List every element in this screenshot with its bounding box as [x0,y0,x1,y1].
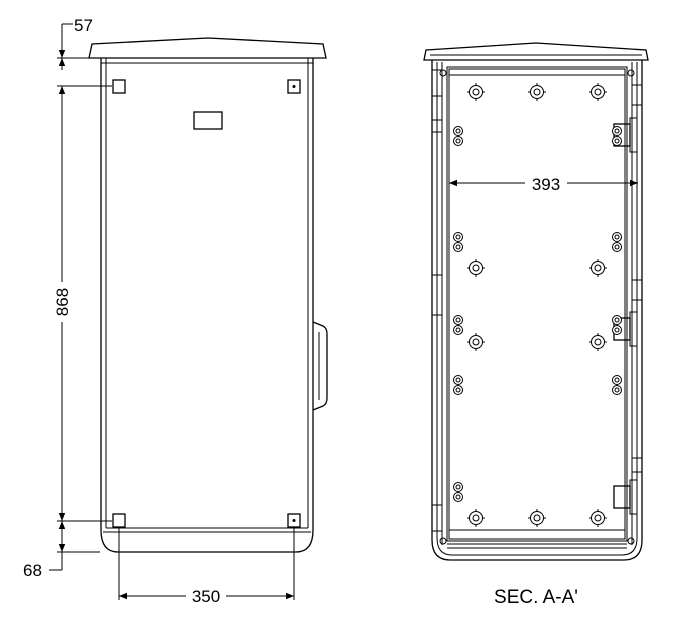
section-inner-shell [436,62,638,556]
side-handle [312,321,328,411]
dim-393-label: 393 [532,175,560,194]
front-body [100,58,314,553]
front-view [88,37,328,553]
section-caption: SEC. A-A' [494,587,578,608]
corner-hole-top-right [287,79,301,94]
front-roof [88,37,327,59]
dim-350-label: 350 [192,587,220,606]
corner-hole-top-right-dot [292,85,296,88]
corner-hole-bottom-left [112,513,126,528]
corner-hole-bottom-right-dot [292,519,296,522]
hinge-bottom [613,485,631,509]
mounting-bosses [466,82,608,528]
corner-hole-top-left [112,79,126,94]
dim-57-label: 57 [74,16,93,35]
dim-868-label: 868 [53,288,72,316]
section-view: 393 SEC. A-A' [423,42,649,608]
dim-68-label: 68 [23,561,42,580]
front-dimensions: 57 868 68 350 [23,16,295,606]
section-roof [423,42,649,61]
label-plate [193,111,223,130]
section-outer-shell [431,60,643,561]
mounting-frame [446,66,628,542]
